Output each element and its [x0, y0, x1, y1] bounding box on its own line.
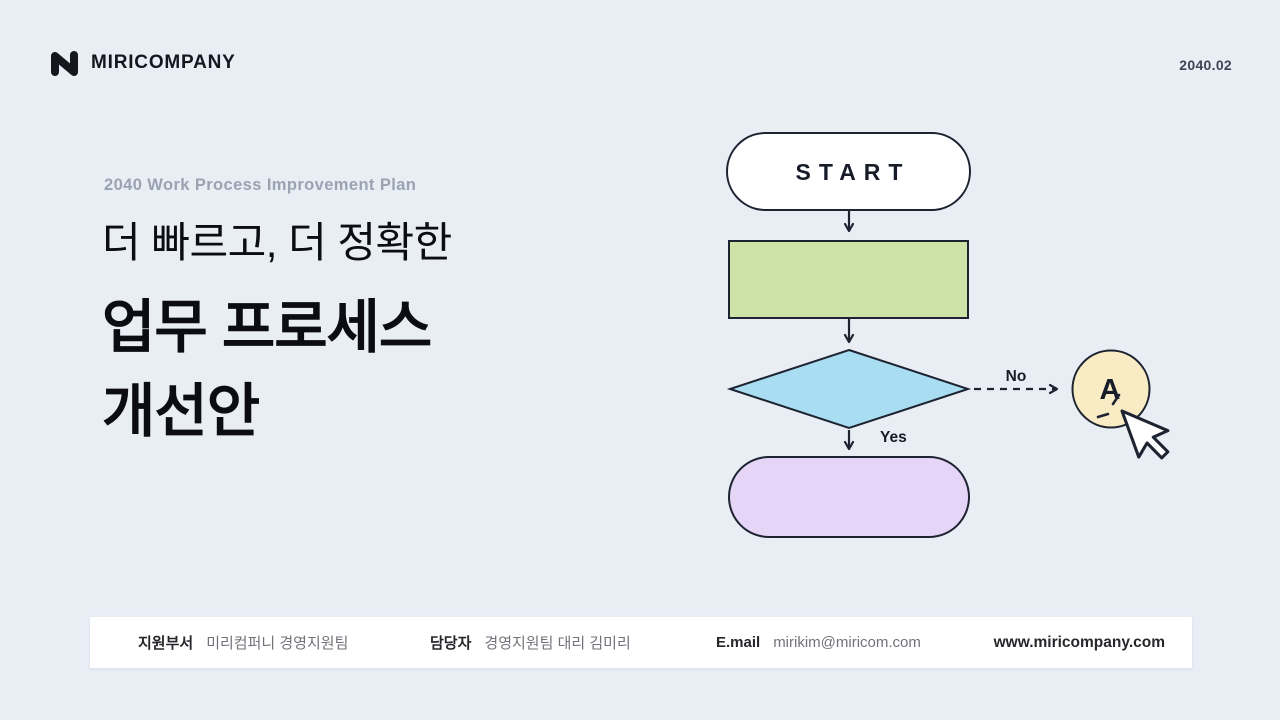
- flowchart-end-shape: [728, 456, 970, 538]
- brand-name: MIRICOMPANY: [91, 52, 236, 73]
- cursor-icon: [1120, 409, 1170, 460]
- click-burst-icon: [1096, 393, 1121, 419]
- flowchart-no-label: No: [1006, 368, 1027, 385]
- flowchart-start-shape: [726, 132, 971, 211]
- flowchart-connector-label: A: [1100, 374, 1121, 406]
- header-date: 2040.02: [1179, 57, 1232, 73]
- footer-item-manager: 담당자 경영지원팀 대리 김미리: [430, 617, 631, 668]
- footer-item-email: E.mail mirikim@miricom.com: [716, 617, 921, 668]
- hero-title-bold-line2: 개선안: [102, 379, 260, 445]
- brand: MIRICOMPANY: [48, 46, 236, 80]
- footer-item-label: 담당자: [430, 635, 472, 652]
- hero-title-bold-line1: 업무 프로세스: [102, 295, 432, 360]
- footer-bar: 지원부서 미리컴퍼니 경영지원팀 담당자 경영지원팀 대리 김미리 E.mail…: [90, 617, 1192, 668]
- footer-item-department: 지원부서 미리컴퍼니 경영지원팀: [138, 617, 348, 668]
- footer-item-value: 경영지원팀 대리 김미리: [484, 635, 631, 652]
- footer-item-value: mirikim@miricom.com: [773, 634, 921, 651]
- flowchart-process-shape: [728, 240, 969, 319]
- footer-website: www.miricompany.com: [993, 633, 1165, 651]
- flowchart-diagram: START Yes No A: [726, 132, 1170, 538]
- flowchart-start-label: START: [796, 159, 911, 185]
- hero-title-light: 더 빠르고, 더 정확한: [102, 219, 452, 266]
- footer-item-value: 미리컴퍼니 경영지원팀: [206, 635, 349, 652]
- flowchart-yes-label: Yes: [880, 429, 907, 446]
- footer-item-label: 지원부서: [138, 635, 194, 652]
- flowchart-decision-shape: [726, 348, 972, 430]
- flowchart-connector-shape: [1071, 349, 1151, 429]
- brand-logo-icon: [51, 51, 78, 76]
- hero-eyebrow: 2040 Work Process Improvement Plan: [104, 176, 417, 194]
- hero-block: 2040 Work Process Improvement Plan 더 빠르고…: [102, 176, 662, 454]
- footer-item-label: E.mail: [716, 634, 761, 651]
